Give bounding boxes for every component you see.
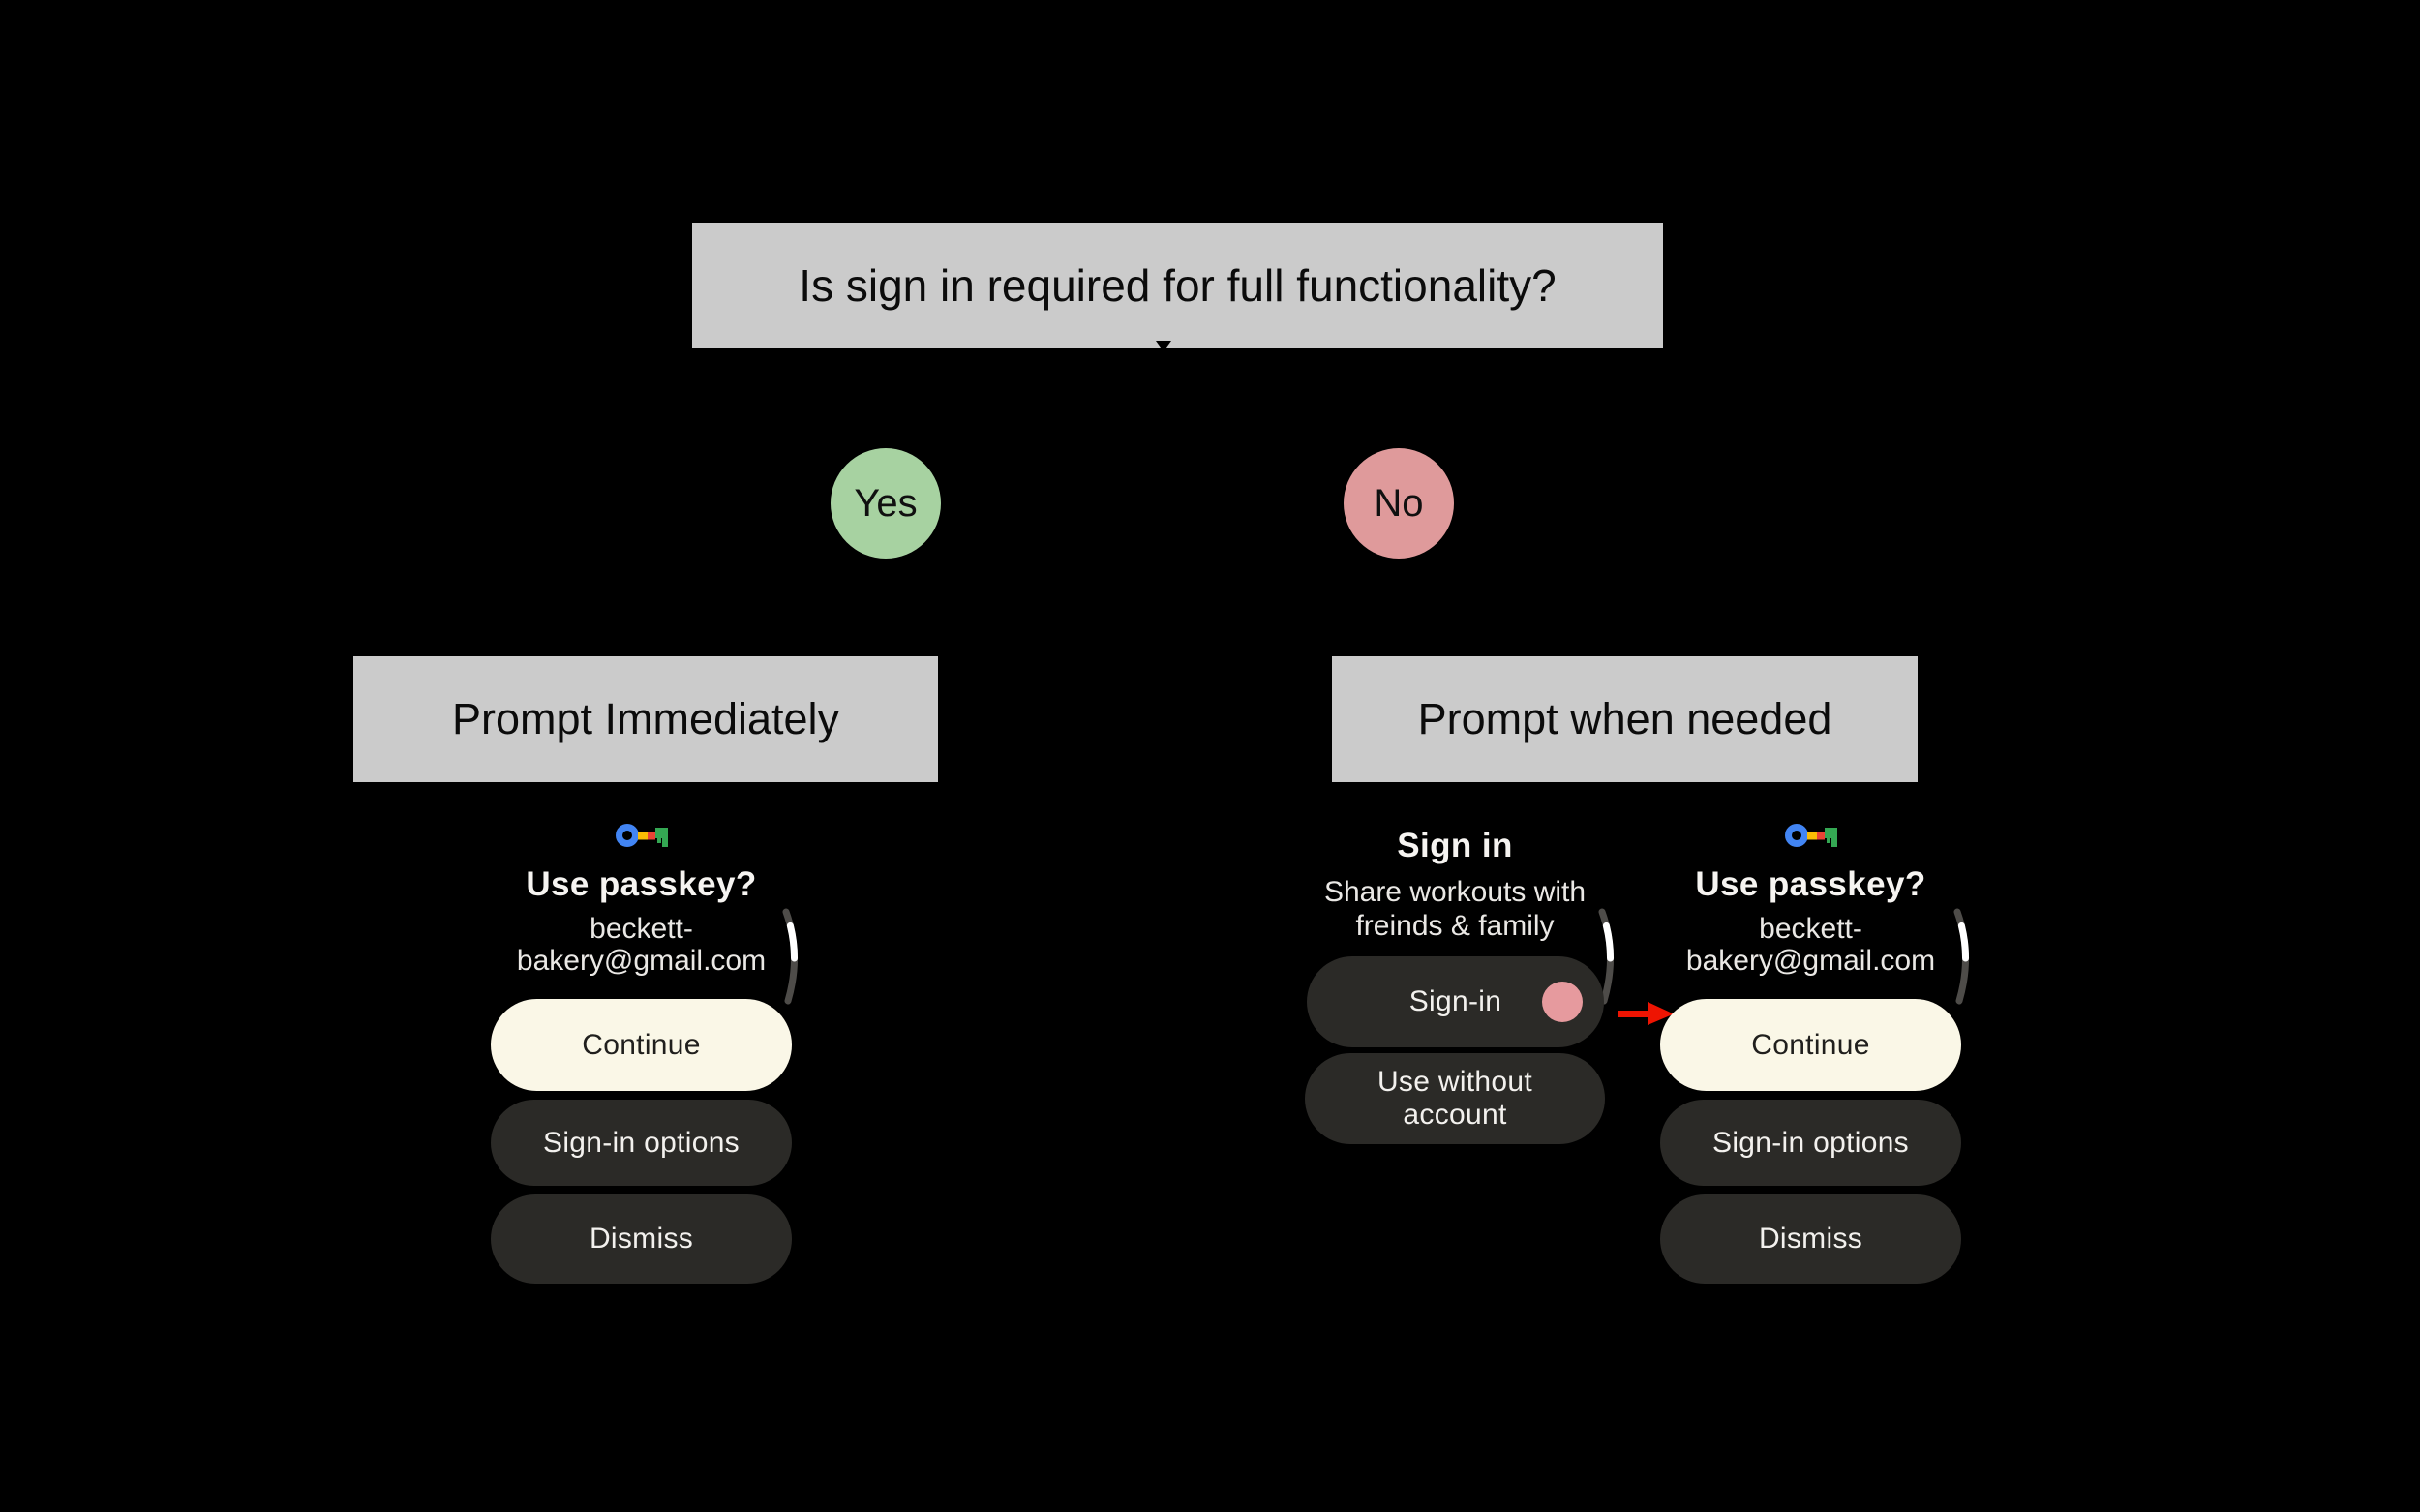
outcome-box-prompt-when-needed: Prompt when needed xyxy=(1332,656,1918,782)
continue-button[interactable]: Continue xyxy=(1660,999,1961,1091)
scroll-indicator[interactable] xyxy=(780,908,805,1005)
screen-subtitle: Share workouts with freinds & family xyxy=(1269,875,1641,943)
use-without-account-button[interactable]: Use without account xyxy=(1305,1053,1605,1144)
sign-in-options-label: Sign-in options xyxy=(543,1126,740,1159)
sign-in-options-button[interactable]: Sign-in options xyxy=(491,1100,792,1186)
watch-screen-passkey-immediate: Use passkey? beckett- bakery@gmail.com C… xyxy=(491,813,798,1316)
no-label: No xyxy=(1374,481,1424,525)
sign-in-label: Sign-in xyxy=(1408,985,1502,1017)
outcome-when-needed-text: Prompt when needed xyxy=(1417,694,1832,743)
continue-label: Continue xyxy=(582,1028,701,1061)
scroll-indicator[interactable] xyxy=(1951,908,1977,1005)
email-line-2: bakery@gmail.com xyxy=(516,945,767,977)
email-line-2: bakery@gmail.com xyxy=(1685,945,1936,977)
outcome-immediately-text: Prompt Immediately xyxy=(451,694,840,743)
subtitle-line-1: Share workouts with xyxy=(1323,876,1587,908)
connector-arrowhead xyxy=(1156,341,1171,351)
branch-node-yes: Yes xyxy=(831,448,941,559)
subtitle-line-2: freinds & family xyxy=(1355,910,1555,942)
watch-screen-sign-in-prompt: Sign in Share workouts with freinds & fa… xyxy=(1305,813,1614,1316)
use-without-line-1: Use without xyxy=(1376,1066,1533,1098)
account-email: beckett- bakery@gmail.com xyxy=(455,913,829,977)
watch-screen-passkey-when-needed: Use passkey? beckett- bakery@gmail.com C… xyxy=(1660,813,1969,1316)
screen-title: Use passkey? xyxy=(1695,865,1926,903)
tap-indicator xyxy=(1542,982,1583,1022)
connector-arrowhead xyxy=(1611,650,1626,661)
screen-title: Use passkey? xyxy=(526,865,757,903)
use-without-line-2: account xyxy=(1403,1099,1507,1131)
question-box: Is sign in required for full functionali… xyxy=(692,223,1663,348)
flow-arrow-icon xyxy=(1618,1002,1674,1025)
dismiss-button[interactable]: Dismiss xyxy=(1660,1194,1961,1284)
email-line-1: beckett- xyxy=(590,913,693,945)
dismiss-button[interactable]: Dismiss xyxy=(491,1194,792,1284)
screen-title: Sign in xyxy=(1397,827,1513,864)
connector-arrowhead xyxy=(639,650,654,661)
scroll-indicator[interactable] xyxy=(1596,908,1621,1005)
continue-button[interactable]: Continue xyxy=(491,999,792,1091)
outcome-box-prompt-immediately: Prompt Immediately xyxy=(353,656,938,782)
question-text: Is sign in required for full functionali… xyxy=(799,260,1557,311)
continue-label: Continue xyxy=(1751,1028,1870,1061)
passkey-icon xyxy=(615,824,668,847)
yes-label: Yes xyxy=(854,481,918,525)
sign-in-button[interactable]: Sign-in xyxy=(1307,956,1604,1047)
dismiss-label: Dismiss xyxy=(589,1223,694,1255)
email-line-1: beckett- xyxy=(1759,913,1862,945)
branch-node-no: No xyxy=(1344,448,1454,559)
dismiss-label: Dismiss xyxy=(1758,1223,1863,1255)
sign-in-options-label: Sign-in options xyxy=(1712,1126,1909,1159)
account-email: beckett- bakery@gmail.com xyxy=(1624,913,1998,977)
passkey-icon xyxy=(1784,824,1837,847)
sign-in-options-button[interactable]: Sign-in options xyxy=(1660,1100,1961,1186)
